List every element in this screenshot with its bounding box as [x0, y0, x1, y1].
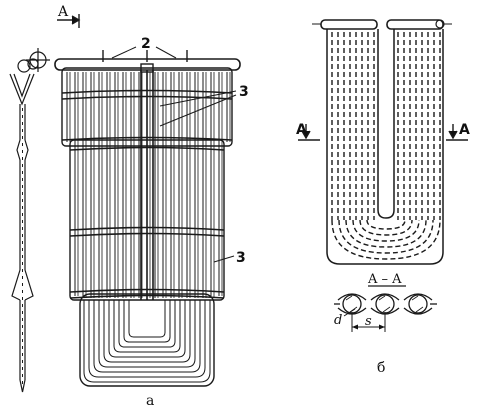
- section-arrow-top: [57, 14, 81, 28]
- panel-center-slot: [377, 29, 395, 219]
- callout-2-leaders: [111, 46, 177, 59]
- panel-header-left: [320, 19, 378, 30]
- u-tube-bend: [83, 300, 211, 383]
- caption-b: б: [377, 360, 385, 376]
- section-mark-right: A: [459, 122, 470, 138]
- front-view: [54, 46, 241, 387]
- u-tube-bend: [118, 300, 176, 348]
- panel-tube-bend: [359, 219, 413, 236]
- hanger-pins: [102, 50, 188, 73]
- panel-tube-group: [331, 32, 441, 260]
- caption-a: а: [146, 393, 154, 409]
- panel-header-right: [386, 19, 444, 30]
- panel-flange-right: [435, 19, 445, 29]
- section-mark-top: A: [57, 4, 69, 20]
- header-end-left: [17, 59, 31, 73]
- panel-tube-bend: [366, 219, 406, 230]
- section-a-a: [334, 285, 437, 332]
- panel-tube-bend: [331, 219, 441, 260]
- panel-tube-bend: [338, 219, 434, 254]
- dimension-s: s: [365, 314, 372, 329]
- callout-3-upper: 3: [239, 84, 249, 100]
- callout-3-lower: 3: [236, 250, 246, 266]
- front-u-tube-group: [83, 300, 211, 383]
- u-tube-bend: [98, 300, 196, 368]
- header-end-right: [27, 58, 39, 70]
- callout-3-leaders: [159, 90, 237, 263]
- front-tube-group: [66, 70, 231, 300]
- section-hatching: [345, 295, 424, 313]
- u-tube-bend: [88, 300, 206, 378]
- tube-section-3: [408, 294, 428, 314]
- side-view: [9, 48, 50, 393]
- u-tube-bend: [93, 300, 201, 373]
- u-tube-bend: [113, 300, 181, 353]
- section-title: A – A: [367, 272, 402, 287]
- spacer-straps: [61, 89, 233, 299]
- u-panel: [312, 19, 452, 265]
- panel-section-arrows: [298, 124, 468, 141]
- panel-tube-bend: [352, 219, 420, 242]
- u-tube-bend: [123, 300, 171, 343]
- u-tube-bend: [103, 300, 191, 363]
- section-mark-left: A: [296, 122, 307, 138]
- u-tube-bend: [128, 300, 166, 338]
- u-tube-bend: [108, 300, 186, 358]
- dimension-d: d: [334, 313, 342, 328]
- callout-2: 2: [141, 36, 151, 52]
- panel-outline: [326, 29, 444, 265]
